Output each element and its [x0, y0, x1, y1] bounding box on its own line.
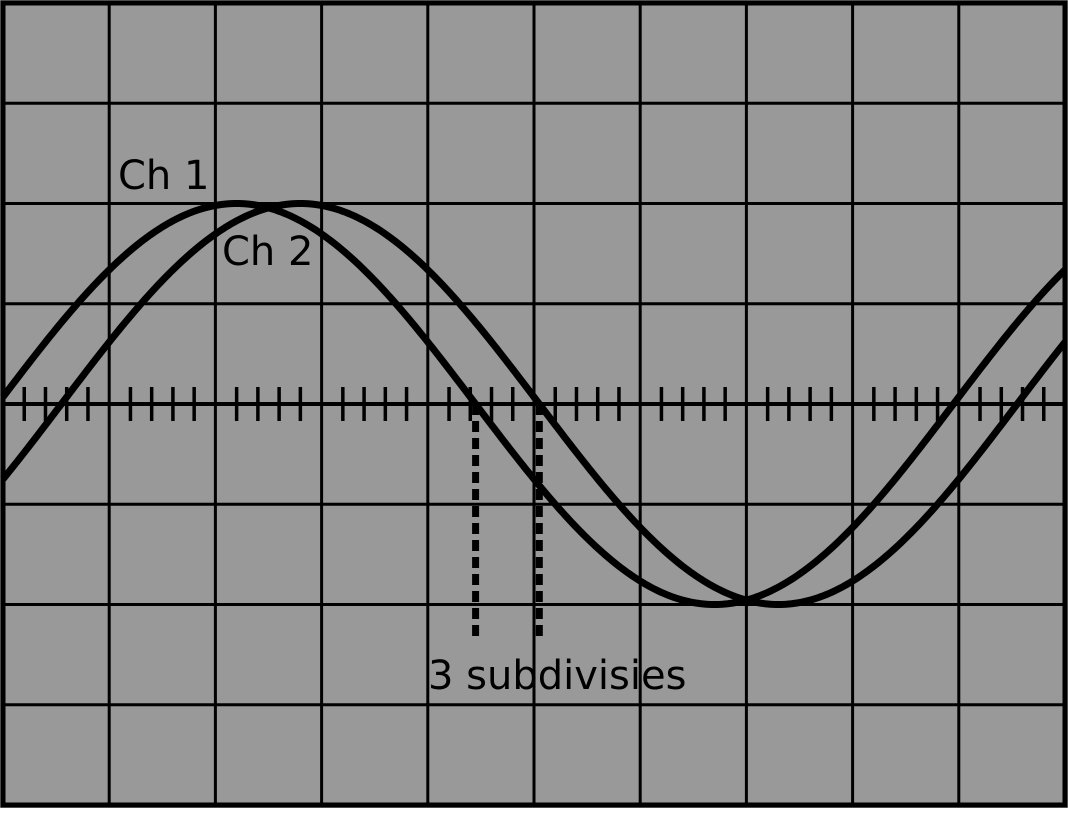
trace-ch2	[0, 200, 1068, 608]
phase-markers	[472, 404, 543, 640]
traces	[0, 200, 1068, 608]
phase-shift-label: 3 subdivisies	[428, 653, 686, 699]
ch1-label: Ch 1	[118, 153, 209, 199]
ch2-label: Ch 2	[222, 229, 313, 275]
trace-ch1	[0, 200, 1068, 608]
subdivision-ticks	[22, 387, 1046, 421]
